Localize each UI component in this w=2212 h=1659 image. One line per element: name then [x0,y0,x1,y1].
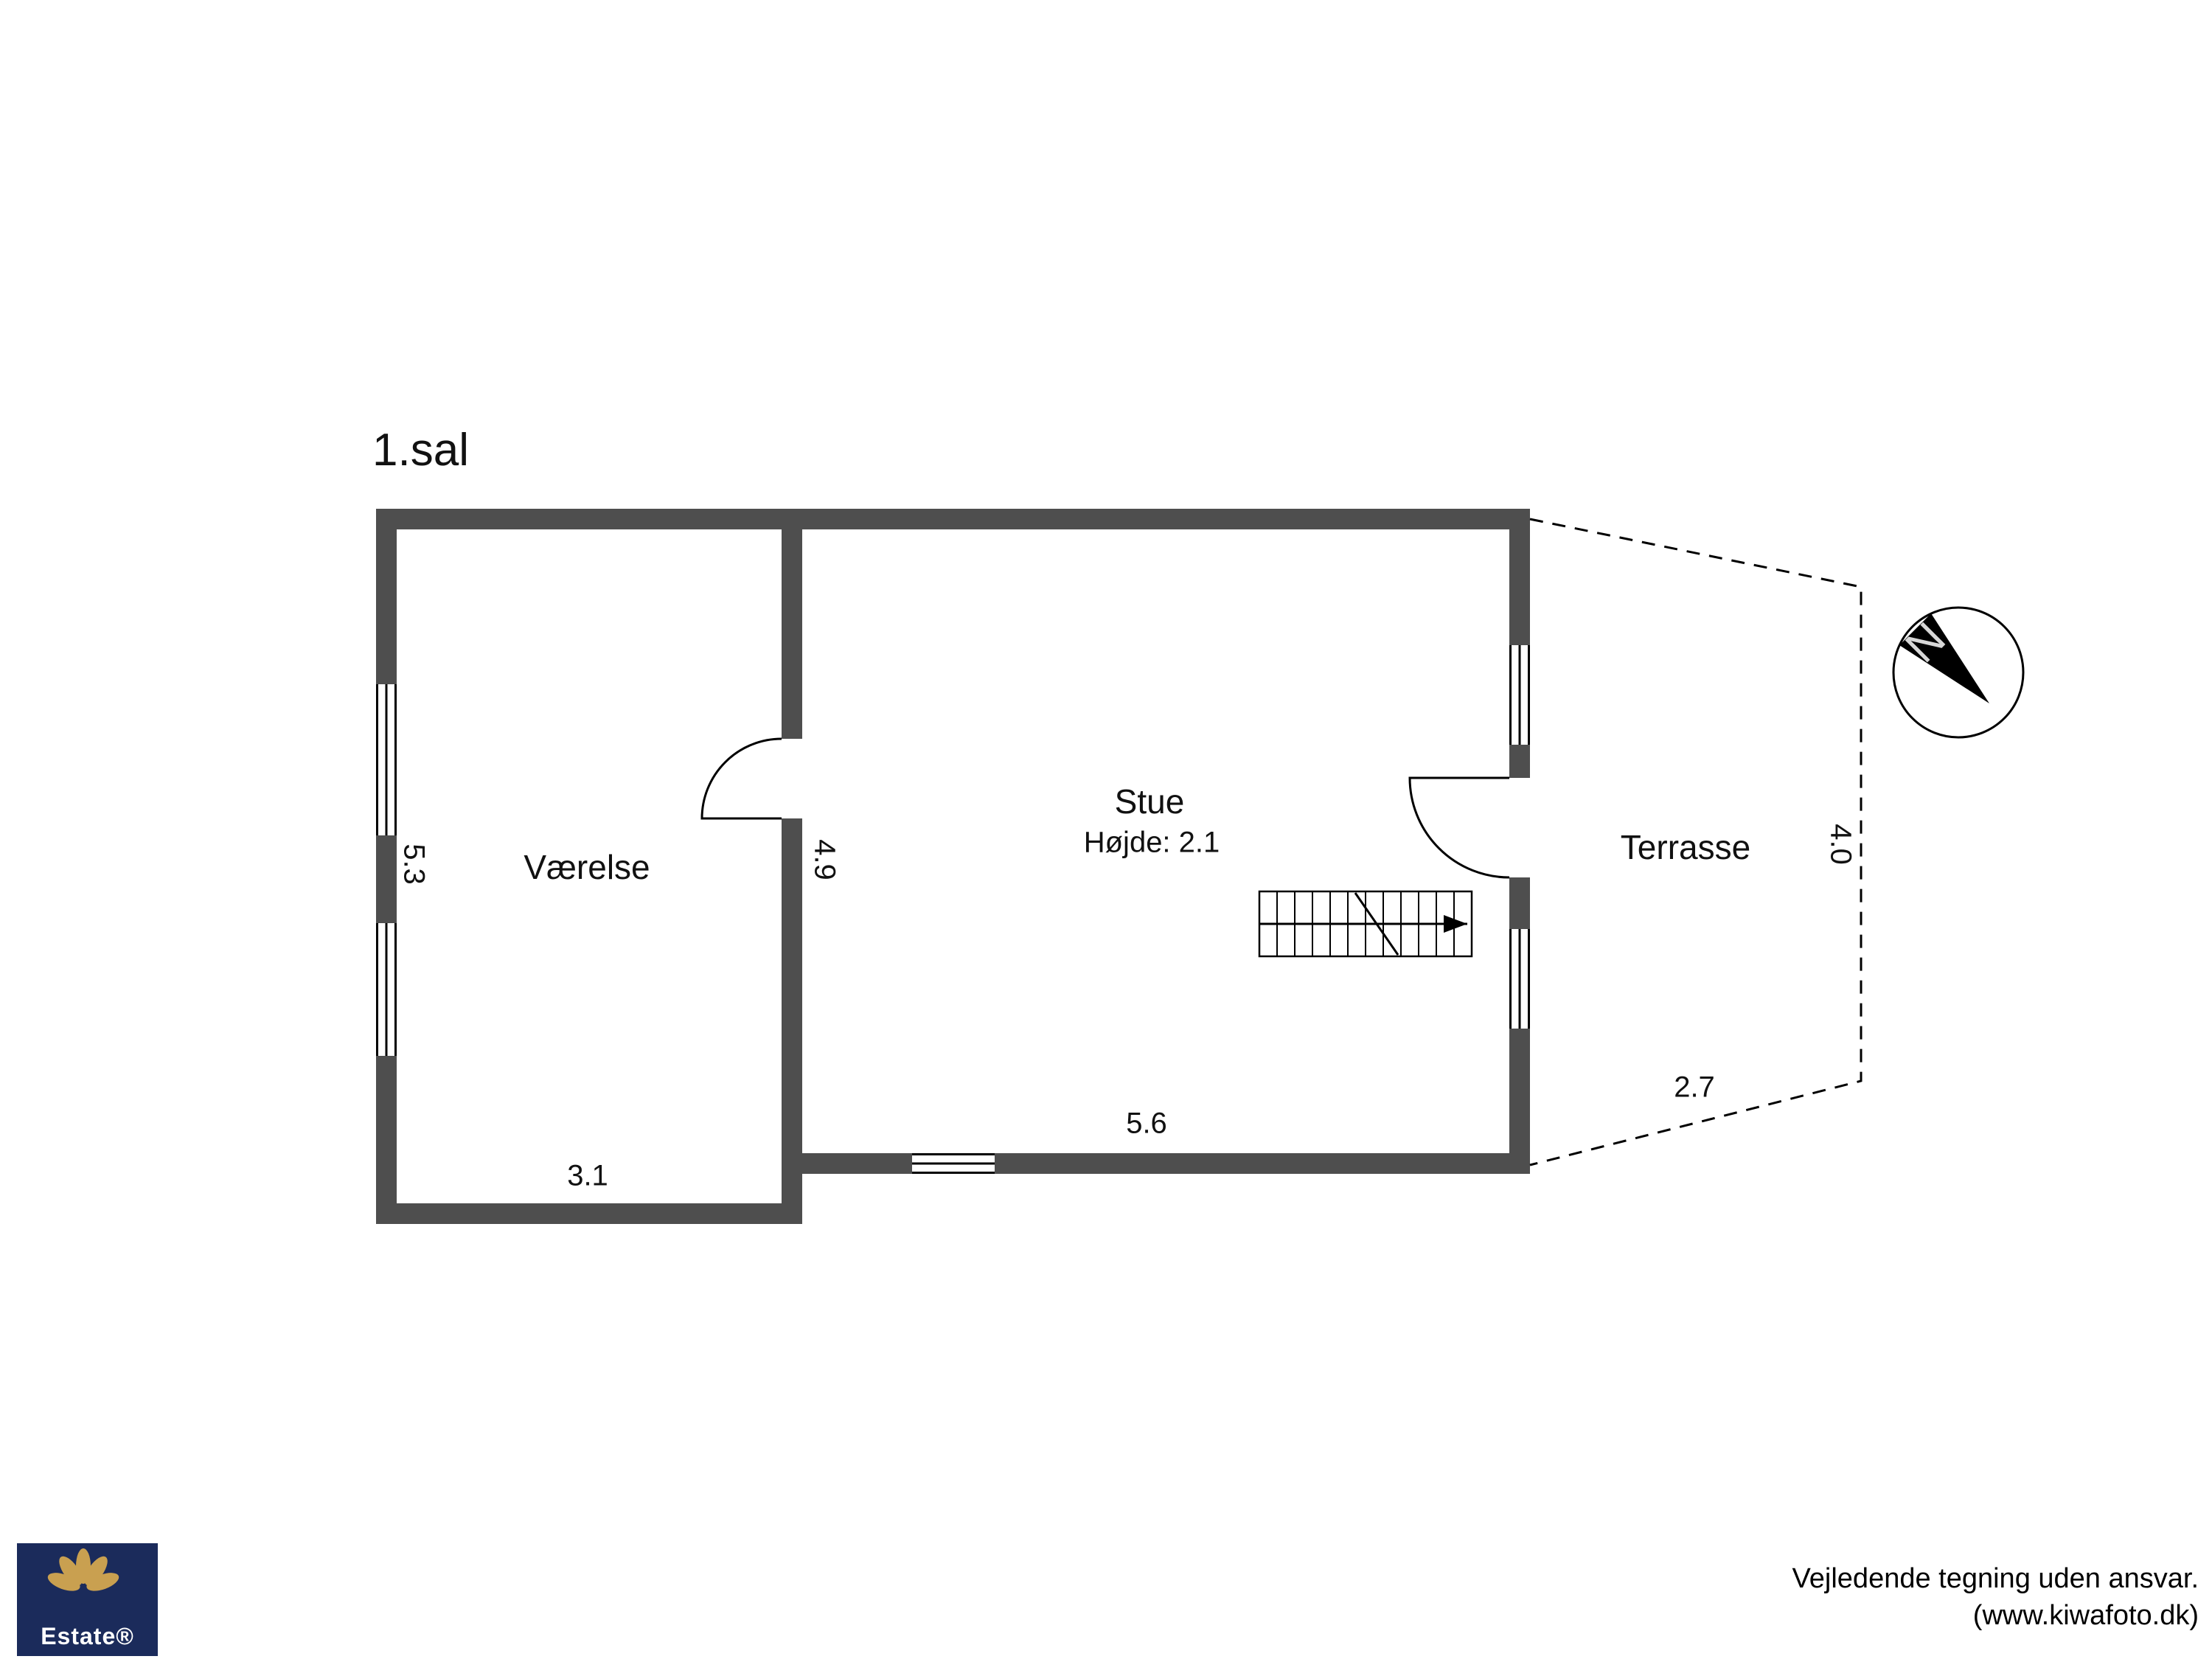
dim-stue-depth: 4.9 [808,839,841,880]
compass-needle [1899,613,1989,703]
estate-logo: Estate® [17,1543,158,1656]
stair-direction-arrow [1444,915,1467,933]
dim-stue-width: 5.6 [1126,1107,1167,1140]
estate-logo-text: Estate® [41,1623,134,1649]
window-bottom-stue [912,1153,995,1174]
room-label-stue: Stue [1114,782,1185,821]
door-opening-right [1509,778,1530,877]
dim-vaerelse-width: 3.1 [567,1159,608,1192]
window-right-lower [1509,929,1530,1029]
wall-top [376,509,1530,529]
stair-treads [1276,891,1455,956]
wall-left [376,509,397,1224]
estate-logo-leaves [47,1548,119,1591]
disclaimer-line-2: (www.kiwafoto.dk) [1972,1600,2199,1632]
door-arc-divider [700,737,782,820]
door-arc-right [1408,776,1510,879]
dim-terrasse-width: 2.7 [1674,1071,1715,1104]
stair-break-line [1354,892,1399,956]
room-height-note-stue: Højde: 2.1 [1083,826,1220,859]
wall-vaerelse-bottom [376,1203,802,1224]
room-label-terrasse: Terrasse [1620,828,1751,866]
north-arrow: N [1892,606,2025,739]
compass-circle [1892,606,2025,739]
dim-terrasse-depth: 4.0 [1824,824,1857,865]
door-opening-divider [782,739,802,818]
window-left-lower [376,923,397,1056]
window-right-upper [1509,645,1530,745]
room-label-vaerelse: Værelse [524,848,650,886]
compass-north-label: N [1896,613,1955,672]
dim-vaerelse-depth: 5.3 [397,844,431,885]
disclaimer: Vejledende tegning uden ansvar. (www.kiw… [1792,1560,2199,1634]
window-left-upper [376,684,397,835]
floor-title: 1.sal [372,425,469,476]
disclaimer-line-1: Vejledende tegning uden ansvar. [1792,1563,2199,1594]
stairs [1258,890,1473,958]
wall-divider [782,509,802,1224]
